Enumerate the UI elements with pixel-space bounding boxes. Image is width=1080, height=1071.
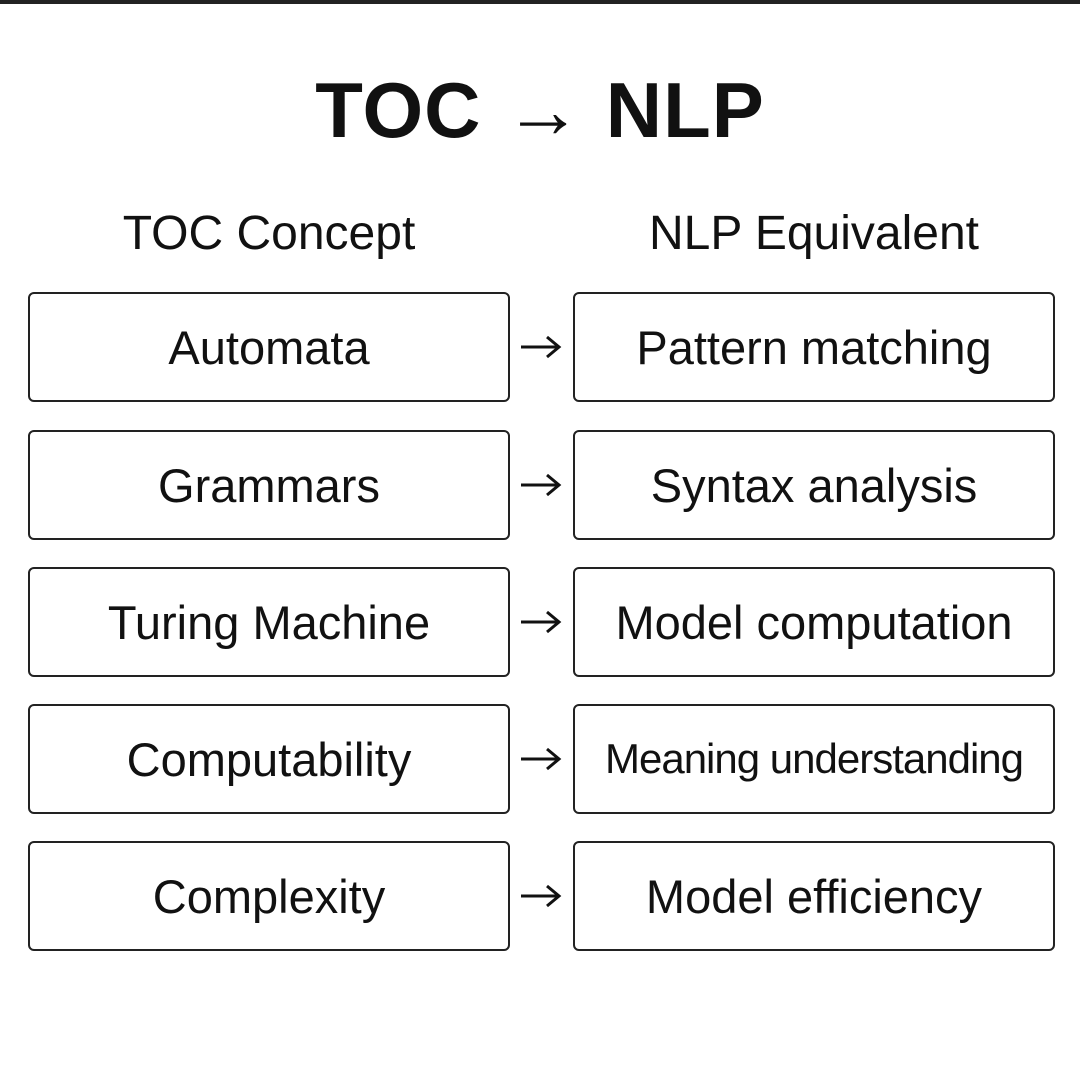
toc-concept-box: Grammars bbox=[28, 430, 510, 540]
nlp-equivalent-box: Model efficiency bbox=[573, 841, 1055, 951]
page-title: TOC → NLP bbox=[315, 66, 765, 154]
toc-concept-box: Turing Machine bbox=[28, 567, 510, 677]
mapping-row-complexity: Complexity Model efficiency bbox=[0, 841, 1080, 951]
right-arrow-icon bbox=[512, 704, 570, 814]
right-arrow-icon bbox=[512, 841, 570, 951]
mapping-row-turing-machine: Turing Machine Model computation bbox=[0, 567, 1080, 677]
toc-concept-box: Automata bbox=[28, 292, 510, 402]
mapping-row-computability: Computability Meaning understanding bbox=[0, 704, 1080, 814]
right-arrow-icon bbox=[512, 430, 570, 540]
right-arrow-icon bbox=[512, 292, 570, 402]
toc-concept-box: Complexity bbox=[28, 841, 510, 951]
column-header-toc-concept: TOC Concept bbox=[122, 207, 416, 260]
nlp-equivalent-box: Pattern matching bbox=[573, 292, 1055, 402]
nlp-equivalent-box: Meaning understanding bbox=[573, 704, 1055, 814]
toc-concept-box: Computability bbox=[28, 704, 510, 814]
column-header-nlp-equivalent: NLP Equivalent bbox=[649, 207, 979, 260]
right-arrow-icon bbox=[512, 567, 570, 677]
mapping-row-automata: Automata Pattern matching bbox=[0, 292, 1080, 402]
mapping-row-grammars: Grammars Syntax analysis bbox=[0, 430, 1080, 540]
top-border-line bbox=[0, 0, 1080, 4]
nlp-equivalent-box: Model computation bbox=[573, 567, 1055, 677]
nlp-equivalent-box: Syntax analysis bbox=[573, 430, 1055, 540]
